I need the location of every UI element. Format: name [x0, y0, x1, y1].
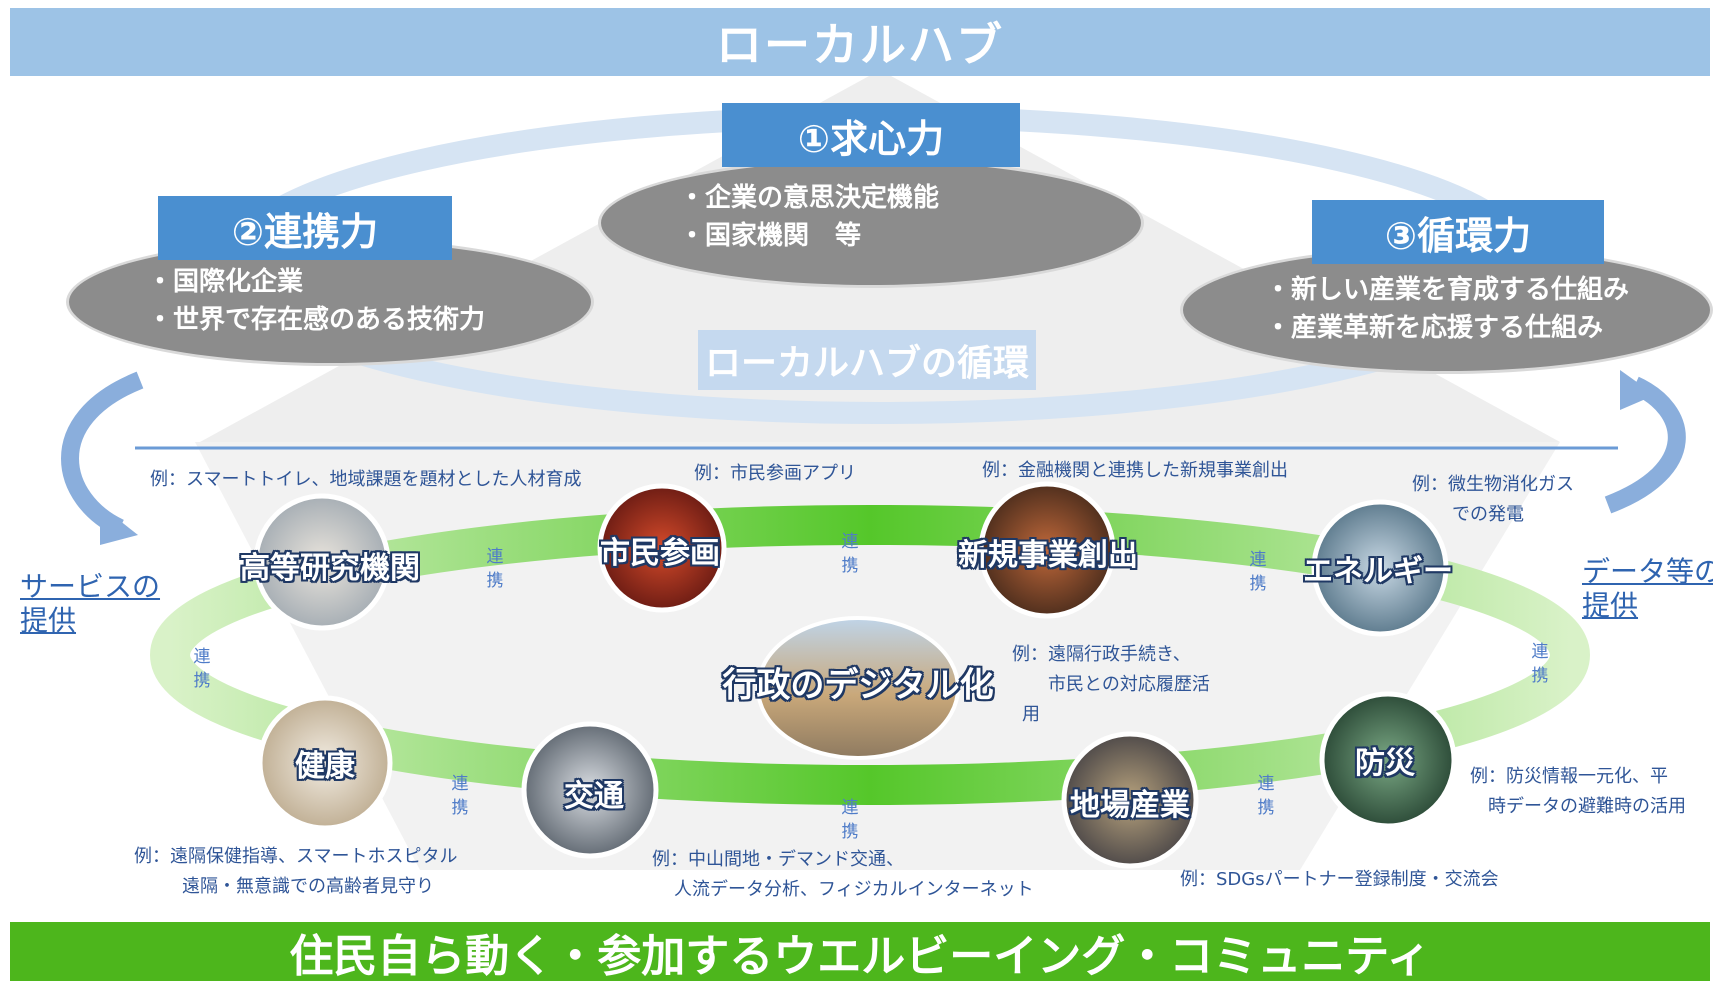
- link-right-side: 連携: [1531, 642, 1549, 686]
- cycle-label: ローカルハブの循環: [698, 330, 1036, 390]
- pillar-2-title: ②連携力: [158, 196, 452, 260]
- node-energy: エネルギー: [1303, 554, 1453, 589]
- collaboration-ring: [150, 505, 1590, 805]
- example-transport-line-2: 人流データ分析、フィジカルインターネット: [674, 879, 1034, 900]
- node-center: 行政のデジタル化: [722, 665, 994, 706]
- pillar-1-item-1: ・企業の意思決定機能: [679, 183, 940, 213]
- example-disaster: 例：防災情報一元化、平 時データの避難時の活用: [1470, 762, 1686, 822]
- local-industry-photo: [1061, 731, 1199, 869]
- data-provision-label: データ等の 提供: [1582, 555, 1713, 623]
- example-local-industry: 例：SDGsパートナー登録制度・交流会: [1180, 869, 1499, 890]
- example-center: 例：遠隔行政手続き、 市民との対応履歴活 用: [1012, 640, 1210, 730]
- pillar-1-ellipse: ・企業の意思決定機能 ・国家機関 等: [598, 158, 1144, 288]
- example-disaster-line-2: 時データの避難時の活用: [1488, 796, 1686, 817]
- service-provision-label: サービスの 提供: [20, 570, 160, 638]
- pillar-1-title: ①求心力: [722, 103, 1020, 167]
- node-disaster: 防災: [1355, 746, 1415, 781]
- newbiz-photo: [978, 481, 1116, 619]
- node-health: 健康: [295, 749, 355, 784]
- pillar-2-item-2: ・世界で存在感のある技術力: [147, 305, 486, 335]
- bottom-banner: 住民自ら動く・参加するウエルビーイング・コミュニティ: [10, 922, 1710, 982]
- service-provision-line-2: 提供: [20, 604, 77, 637]
- example-center-line-3: 用: [1022, 704, 1040, 725]
- center-photo: [756, 616, 960, 760]
- example-health-line-1: 例：遠隔保健指導、スマートホスピタル: [134, 846, 458, 867]
- left-arrow-head: [100, 505, 138, 545]
- node-newbiz: 新規事業創出: [958, 538, 1138, 573]
- pillar-2-item-1: ・国際化企業: [147, 267, 304, 297]
- node-transport: 交通: [564, 779, 624, 814]
- transport-photo: [521, 721, 659, 859]
- link-citizen-newbiz: 連携: [841, 532, 859, 576]
- example-transport: 例：中山間地・デマンド交通、 人流データ分析、フィジカルインターネット: [652, 845, 1034, 905]
- citizen-photo: [597, 483, 727, 613]
- example-energy-line-1: 例：微生物消化ガス: [1412, 474, 1574, 495]
- example-center-line-2: 市民との対応履歴活: [1048, 674, 1210, 695]
- service-provision-line-1: サービスの: [20, 570, 161, 603]
- example-newbiz: 例：金融機関と連携した新規事業創出: [982, 460, 1288, 481]
- example-health: 例：遠隔保健指導、スマートホスピタル 遠隔・無意識での高齢者見守り: [134, 842, 457, 902]
- node-local-industry: 地場産業: [1070, 788, 1190, 823]
- health-photo: [257, 695, 393, 831]
- example-health-line-2: 遠隔・無意識での高齢者見守り: [182, 876, 434, 897]
- example-transport-line-1: 例：中山間地・デマンド交通、: [652, 849, 904, 870]
- example-citizen: 例：市民参画アプリ: [694, 463, 856, 484]
- research-photo: [253, 493, 391, 631]
- link-local-disaster: 連携: [1257, 774, 1275, 818]
- pillar-3-title: ③循環力: [1312, 200, 1604, 264]
- left-arrow: [61, 371, 144, 537]
- pillar-3-ellipse: ・新しい産業を育成する仕組み ・産業革新を応援する仕組み: [1180, 246, 1713, 374]
- top-banner: ローカルハブ: [10, 8, 1710, 76]
- pillar-1-item-2: ・国家機関 等: [679, 221, 862, 251]
- link-research-citizen: 連携: [486, 547, 504, 591]
- pillar-3-item-2: ・産業革新を応援する仕組み: [1265, 313, 1604, 343]
- disaster-photo: [1319, 691, 1457, 829]
- data-provision-line-2: 提供: [1582, 589, 1639, 622]
- right-arrow: [1604, 376, 1686, 514]
- example-energy-line-2: での発電: [1452, 504, 1524, 525]
- example-energy: 例：微生物消化ガス での発電: [1412, 470, 1574, 530]
- link-newbiz-energy: 連携: [1249, 550, 1267, 594]
- right-arrow-head: [1620, 370, 1655, 410]
- example-research: 例：スマートトイレ、地域課題を題材とした人材育成: [150, 469, 582, 490]
- example-center-line-1: 例：遠隔行政手続き、: [1012, 644, 1191, 665]
- example-disaster-line-1: 例：防災情報一元化、平: [1470, 766, 1668, 787]
- pillar-3-item-1: ・新しい産業を育成する仕組み: [1265, 275, 1630, 305]
- node-citizen: 市民参画: [600, 536, 720, 571]
- energy-photo: [1311, 499, 1449, 637]
- data-provision-line-1: データ等の: [1582, 555, 1713, 588]
- link-health-transport: 連携: [451, 774, 469, 818]
- link-left-side: 連携: [193, 647, 211, 691]
- link-transport-local: 連携: [841, 798, 859, 842]
- node-research: 高等研究機関: [240, 551, 420, 586]
